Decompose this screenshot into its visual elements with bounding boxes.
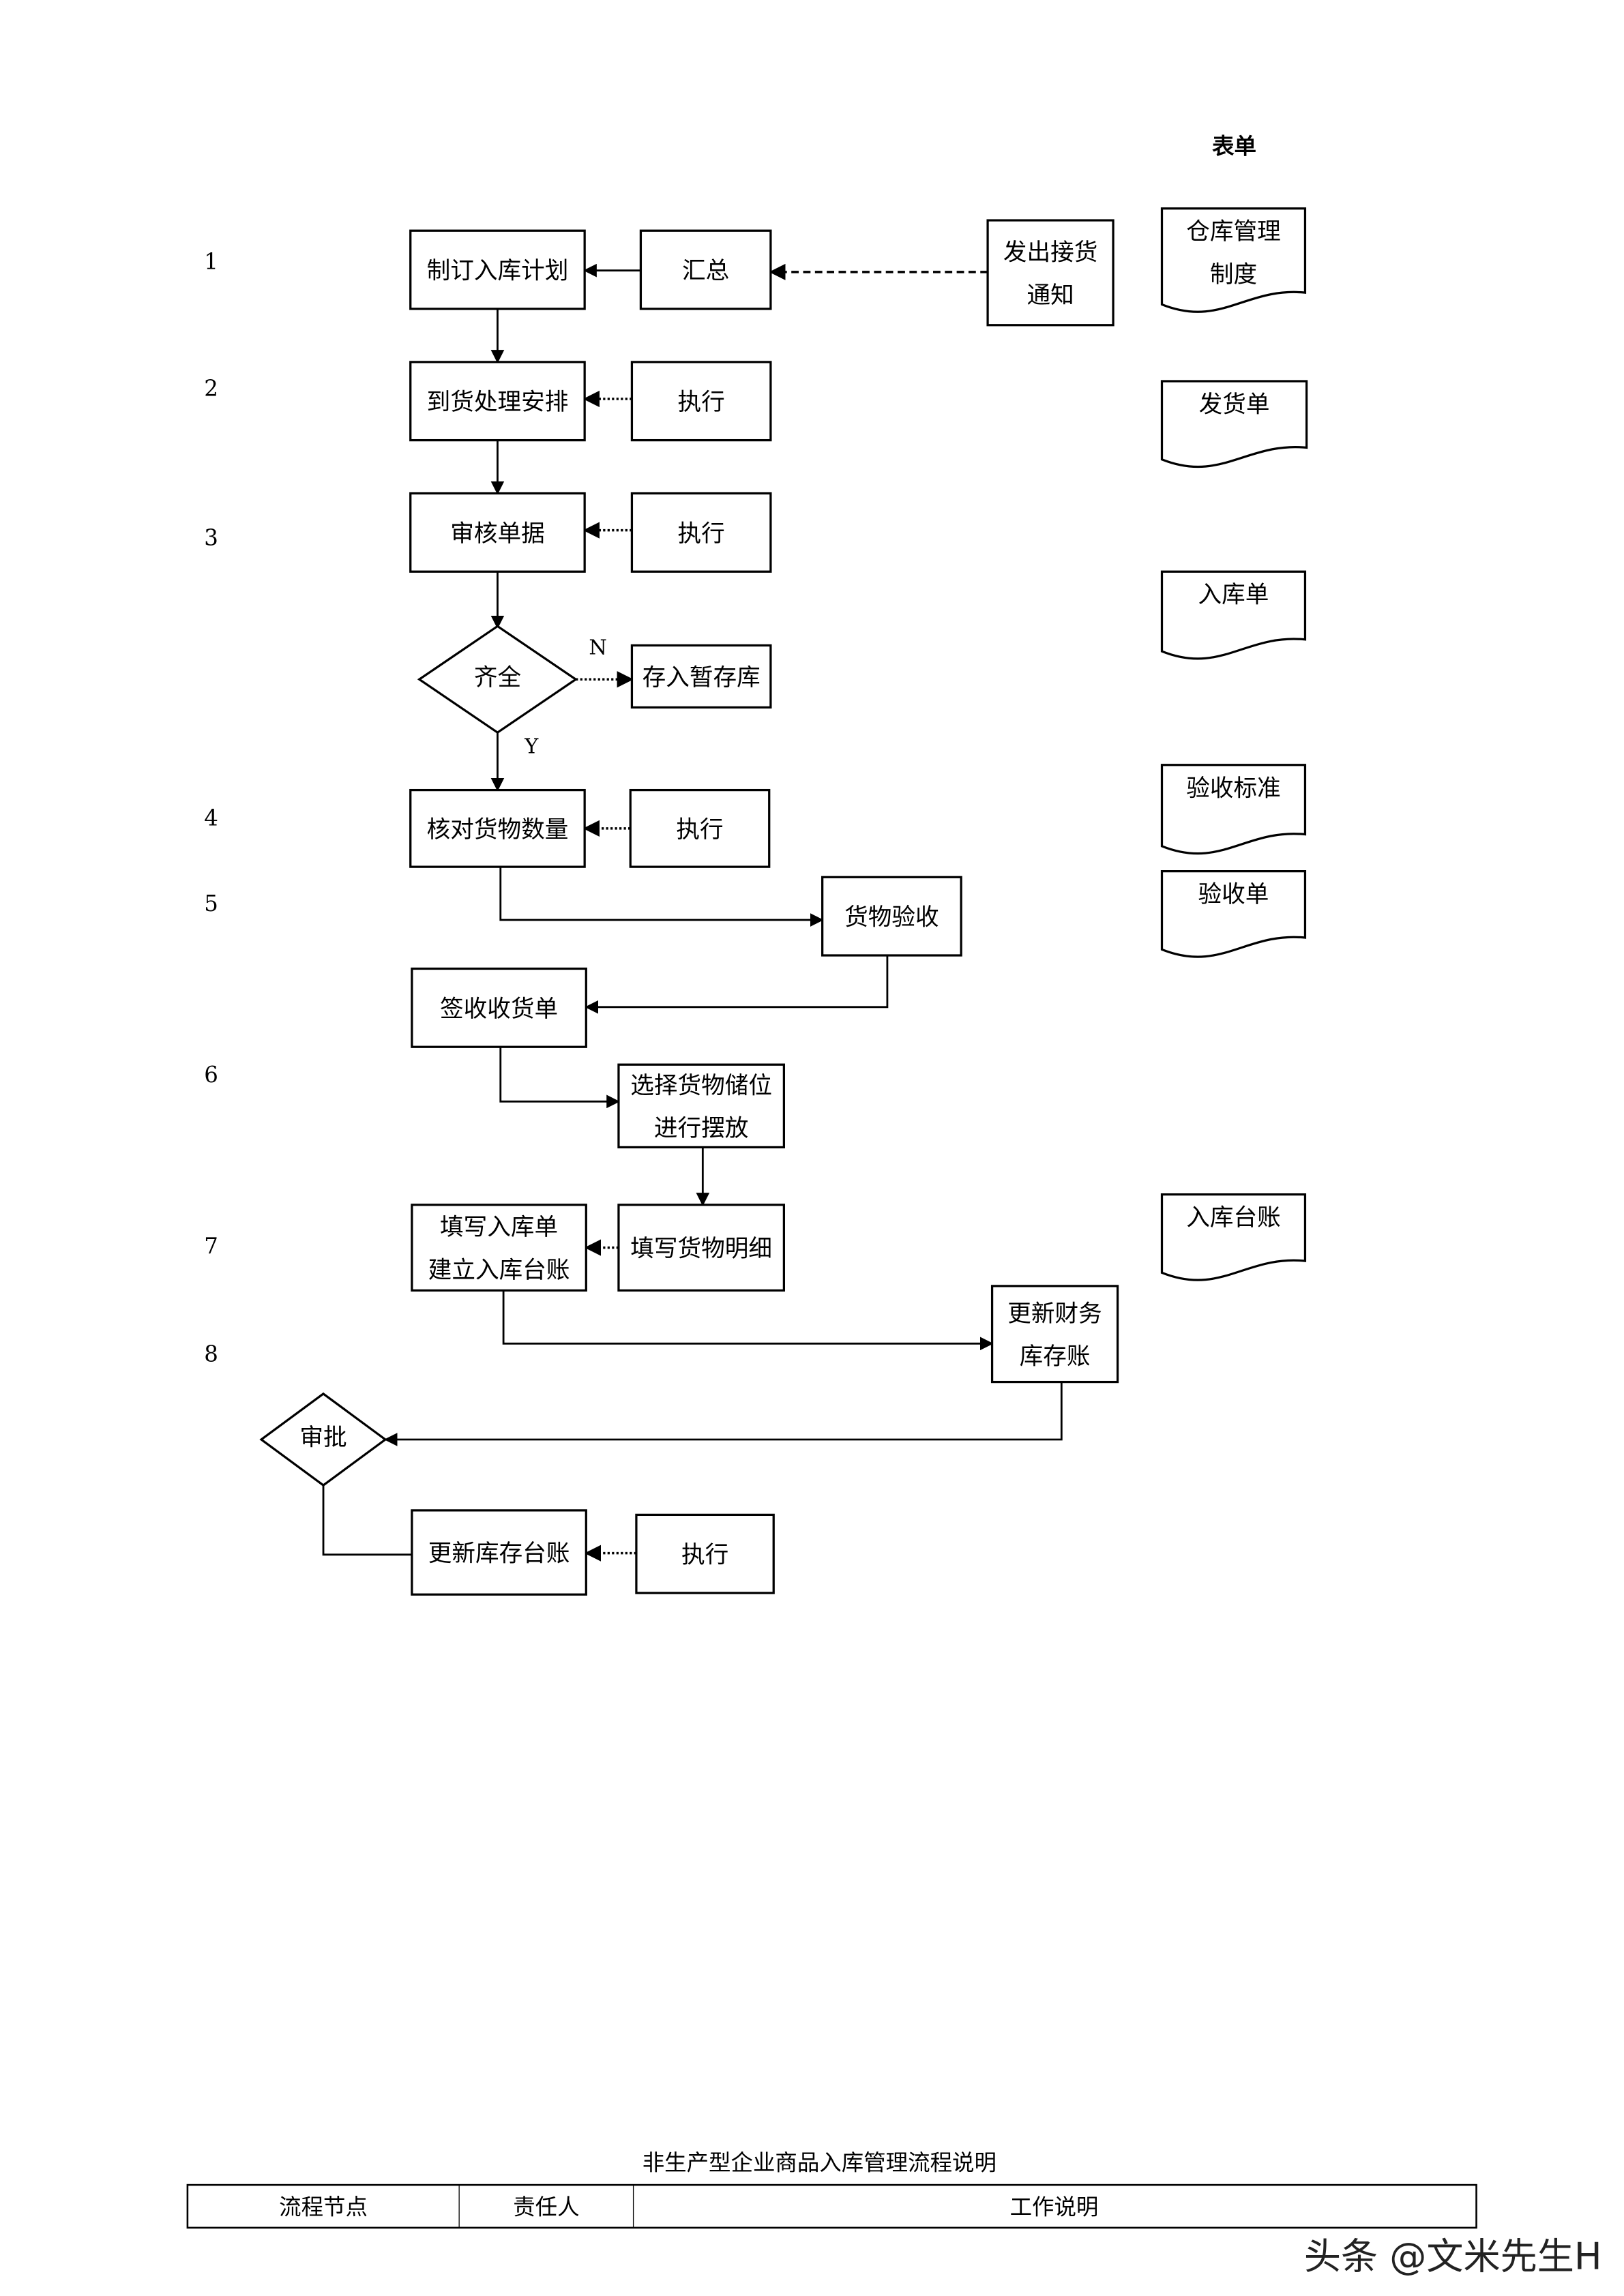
process-box-summary[interactable]: 汇总: [639, 229, 772, 310]
process-box-inspect[interactable]: 货物验收: [821, 876, 962, 957]
form-document-doc_delivery[interactable]: 发货单: [1160, 380, 1308, 468]
process-box-exec4[interactable]: 执行: [635, 1513, 775, 1594]
explanation-title: 非生产型企业商品入库管理流程说明: [643, 2149, 996, 2175]
step-number: 6: [204, 1062, 218, 1088]
node-label: 执行: [676, 816, 723, 844]
node-label: 核对货物数量: [427, 816, 569, 844]
form-document-doc_ledger[interactable]: 入库台账: [1160, 1193, 1307, 1281]
step-number: 8: [204, 1341, 218, 1367]
step-number: 7: [204, 1233, 218, 1259]
node-label: 审核单据: [450, 520, 545, 548]
node-label: 入库单: [1198, 582, 1269, 609]
process-box-exec3[interactable]: 执行: [629, 788, 771, 868]
node-label: 选择货物储位: [630, 1072, 772, 1099]
node-label: 进行摆放: [654, 1115, 749, 1142]
node-label: 汇总: [682, 258, 729, 285]
branch-label-no: N: [589, 636, 607, 659]
forms-column-title: 表单: [1212, 134, 1256, 160]
step-number: 1: [204, 249, 218, 275]
node-label: 执行: [681, 1542, 728, 1569]
node-label: 填写入库单: [440, 1214, 558, 1241]
connector-arrow: [322, 1485, 412, 1556]
connector-arrow: [502, 1290, 994, 1351]
process-box-exec2[interactable]: 执行: [630, 492, 772, 573]
node-label: 验收单: [1198, 881, 1269, 908]
step-number: 5: [204, 891, 218, 916]
watermark: 头条 @文米先生H: [1304, 2235, 1602, 2278]
connector-arrow: [383, 1382, 1063, 1446]
node-label: 更新库存台账: [428, 1540, 570, 1568]
node-label: 制度: [1210, 261, 1257, 288]
process-box-ledger[interactable]: 更新库存台账: [411, 1509, 587, 1596]
node-label: 存入暂存库: [643, 664, 761, 691]
process-box-audit[interactable]: 审核单据: [409, 492, 586, 573]
connector-arrow: [585, 955, 889, 1014]
node-label: 库存账: [1020, 1343, 1091, 1371]
step-number: 3: [204, 524, 218, 550]
column-header-description: 工作说明: [1010, 2194, 1099, 2220]
branch-label-yes: Y: [524, 734, 539, 758]
process-box-sign[interactable]: 签收收货单: [411, 967, 587, 1048]
connector-arrow: [499, 867, 824, 927]
node-label: 制订入库计划: [427, 258, 569, 285]
node-label: 发货单: [1199, 391, 1270, 418]
node-label: 货物验收: [844, 904, 939, 931]
node-label: 仓库管理: [1186, 218, 1281, 245]
step-number: 4: [204, 805, 218, 831]
node-label: 签收收货单: [440, 996, 558, 1023]
node-label: 到货处理安排: [427, 389, 569, 416]
explanation-table: 非生产型企业商品入库管理流程说明 流程节点 责任人 工作说明: [186, 2149, 1477, 2229]
node-label: 填写货物明细: [630, 1236, 772, 1263]
process-box-arrange[interactable]: 到货处理安排: [409, 361, 586, 442]
process-box-tempstore[interactable]: 存入暂存库: [630, 644, 772, 709]
node-label: 更新财务: [1007, 1300, 1102, 1328]
process-box-plan[interactable]: 制订入库计划: [409, 229, 586, 310]
column-header-owner: 责任人: [513, 2194, 579, 2220]
form-document-doc_acceptance[interactable]: 验收单: [1160, 870, 1307, 958]
node-label: 发出接货: [1003, 239, 1098, 267]
node-label: 入库台账: [1186, 1204, 1281, 1232]
process-box-detail[interactable]: 填写货物明细: [617, 1204, 785, 1292]
form-document-doc_standard[interactable]: 验收标准: [1160, 764, 1307, 855]
process-box-exec1[interactable]: 执行: [630, 361, 772, 442]
node-label: 审批: [299, 1425, 346, 1452]
connector-arrow: [499, 1047, 620, 1109]
form-document-doc_inbound[interactable]: 入库单: [1160, 570, 1307, 660]
node-label: 建立入库台账: [428, 1257, 570, 1284]
decision-complete[interactable]: 齐全: [417, 625, 578, 734]
node-label: 通知: [1027, 282, 1074, 309]
step-number: 2: [204, 376, 218, 402]
decision-approve[interactable]: 审批: [259, 1392, 387, 1487]
node-label: 执行: [678, 520, 725, 548]
process-box-count[interactable]: 核对货物数量: [409, 788, 586, 868]
node-label: 执行: [678, 389, 725, 416]
node-label: 验收标准: [1186, 775, 1281, 802]
node-label: 齐全: [474, 664, 521, 691]
column-header-node: 流程节点: [279, 2194, 368, 2220]
